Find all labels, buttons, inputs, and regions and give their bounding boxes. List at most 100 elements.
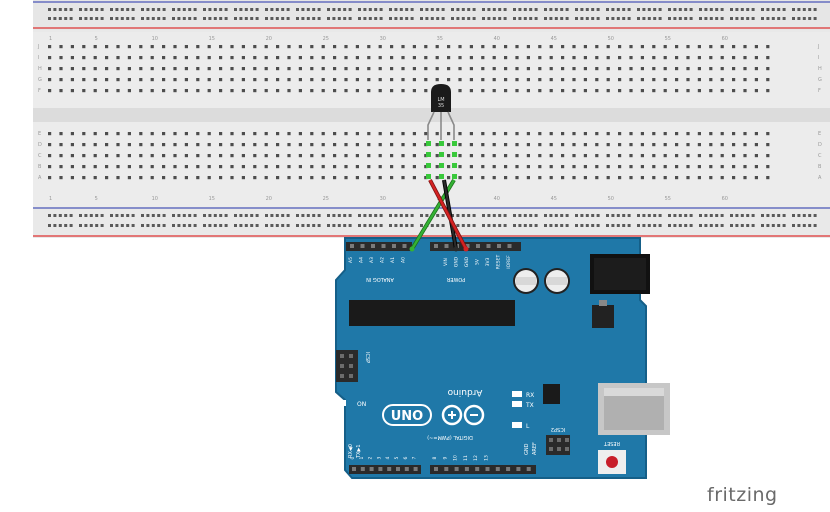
wires: [409, 178, 469, 252]
analog-pin-label: A5: [348, 257, 354, 263]
power-pin-label: 5V: [475, 258, 481, 265]
reset-label: RESET: [603, 440, 620, 446]
tx-pin-label: TX▶1: [356, 444, 362, 459]
digital-pin-label: 8: [432, 456, 438, 459]
row-letter: C: [38, 153, 42, 159]
column-number: 10: [152, 196, 158, 202]
uno-logo-text: UNO: [391, 409, 424, 424]
icsp-header: [336, 350, 358, 382]
power-label: POWER: [446, 276, 465, 282]
row-letter: I: [38, 55, 39, 61]
digital-pin-label: 4: [385, 456, 391, 459]
analog-pin-label: A4: [359, 257, 365, 263]
power-pin-label: GND: [454, 256, 460, 267]
column-number: 5: [95, 196, 98, 202]
analog-pin-label: A1: [390, 257, 396, 263]
sensor-label-1: LM: [437, 97, 444, 103]
column-number: 50: [608, 36, 614, 42]
column-number: 35: [437, 36, 443, 42]
digital-pin-label: 11: [463, 455, 469, 461]
digital-header-high: [430, 465, 536, 474]
arduino-infinity-logo: [441, 404, 485, 426]
row-letter: C: [818, 153, 822, 159]
analog-header: [346, 242, 412, 251]
digital-pin-label: 0: [350, 456, 356, 459]
row-letter: F: [818, 88, 821, 94]
digital-pin-label: 9: [442, 456, 448, 459]
column-number: 55: [665, 196, 671, 202]
row-letter: H: [38, 66, 42, 72]
tx-led-label: TX: [525, 402, 534, 409]
column-number: 40: [494, 36, 500, 42]
column-number: 15: [209, 36, 215, 42]
row-letter: I: [818, 55, 819, 61]
column-number: 60: [722, 196, 728, 202]
lm35-sensor: LM 35: [426, 84, 457, 179]
on-led-label: ON: [357, 401, 366, 408]
column-number: 40: [494, 196, 500, 202]
digital-pin-label: 10: [453, 455, 459, 461]
digital-pin-label: 12: [473, 455, 479, 461]
column-number: 50: [608, 196, 614, 202]
column-number: 1: [49, 196, 52, 202]
arduino-brand-text: Arduino: [447, 387, 482, 397]
row-letter: B: [818, 164, 822, 170]
gnd-pin-label: GND: [524, 443, 530, 455]
column-number: 30: [380, 196, 386, 202]
column-number: 15: [209, 196, 215, 202]
row-letter: B: [38, 164, 42, 170]
column-number: 60: [722, 36, 728, 42]
column-number: 20: [266, 36, 272, 42]
row-letter: G: [38, 77, 42, 83]
digital-header-low: [349, 465, 421, 474]
column-number: 25: [323, 36, 329, 42]
row-letter: A: [818, 175, 822, 181]
power-pin-label: IOREF: [506, 255, 512, 269]
power-pin-label: 3V3: [485, 257, 491, 266]
digital-pin-label: 6: [403, 456, 409, 459]
row-letter: E: [38, 131, 41, 137]
rx-pin-label: RX◀0: [348, 444, 354, 458]
digital-pin-label: 13: [484, 455, 490, 461]
arduino-uno-board: ANALOG IN POWER A5 A4 A3 A2 A1 A0 VIN GND GND 5V…: [335, 237, 670, 479]
l-led-label: L: [526, 423, 530, 430]
row-letter: F: [38, 88, 41, 94]
row-letter: D: [818, 142, 822, 148]
power-pin-label: VIN: [443, 258, 449, 266]
digital-label: DIGITAL (PWM=~): [427, 434, 473, 440]
analog-pin-label: A3: [369, 257, 375, 263]
row-letter: E: [818, 131, 821, 137]
row-letter: G: [818, 77, 822, 83]
row-letter: H: [818, 66, 822, 72]
column-number: 25: [323, 196, 329, 202]
aref-pin-label: AREF: [532, 442, 538, 455]
digital-pin-label: 1: [359, 456, 365, 459]
analog-pin-label: A2: [380, 257, 386, 263]
digital-pin-label: 5: [394, 456, 400, 459]
digital-pin-label: 7: [412, 456, 418, 459]
row-letter: J: [817, 44, 819, 50]
rx-led-label: RX: [526, 392, 534, 399]
column-number: 10: [152, 36, 158, 42]
row-letter: D: [38, 142, 42, 148]
column-number: 20: [266, 196, 272, 202]
column-number: 30: [380, 36, 386, 42]
analog-in-label: ANALOG IN: [366, 276, 394, 282]
column-number: 45: [551, 36, 557, 42]
power-pin-label: GND: [464, 256, 470, 267]
column-number: 1: [49, 36, 52, 42]
fritzing-logo: fritzing: [707, 484, 778, 506]
row-letter: A: [38, 175, 42, 181]
column-number: 55: [665, 36, 671, 42]
digital-pin-label: 2: [368, 456, 374, 459]
analog-pin-label: A0: [401, 257, 407, 263]
icsp-label: ICSP: [364, 352, 370, 363]
icsp2-label: ICSP2: [551, 426, 565, 432]
column-number: 45: [551, 196, 557, 202]
power-header: [430, 242, 521, 251]
column-number: 5: [95, 36, 98, 42]
sensor-label-2: 35: [438, 103, 444, 109]
atmega-chip: [349, 300, 515, 326]
